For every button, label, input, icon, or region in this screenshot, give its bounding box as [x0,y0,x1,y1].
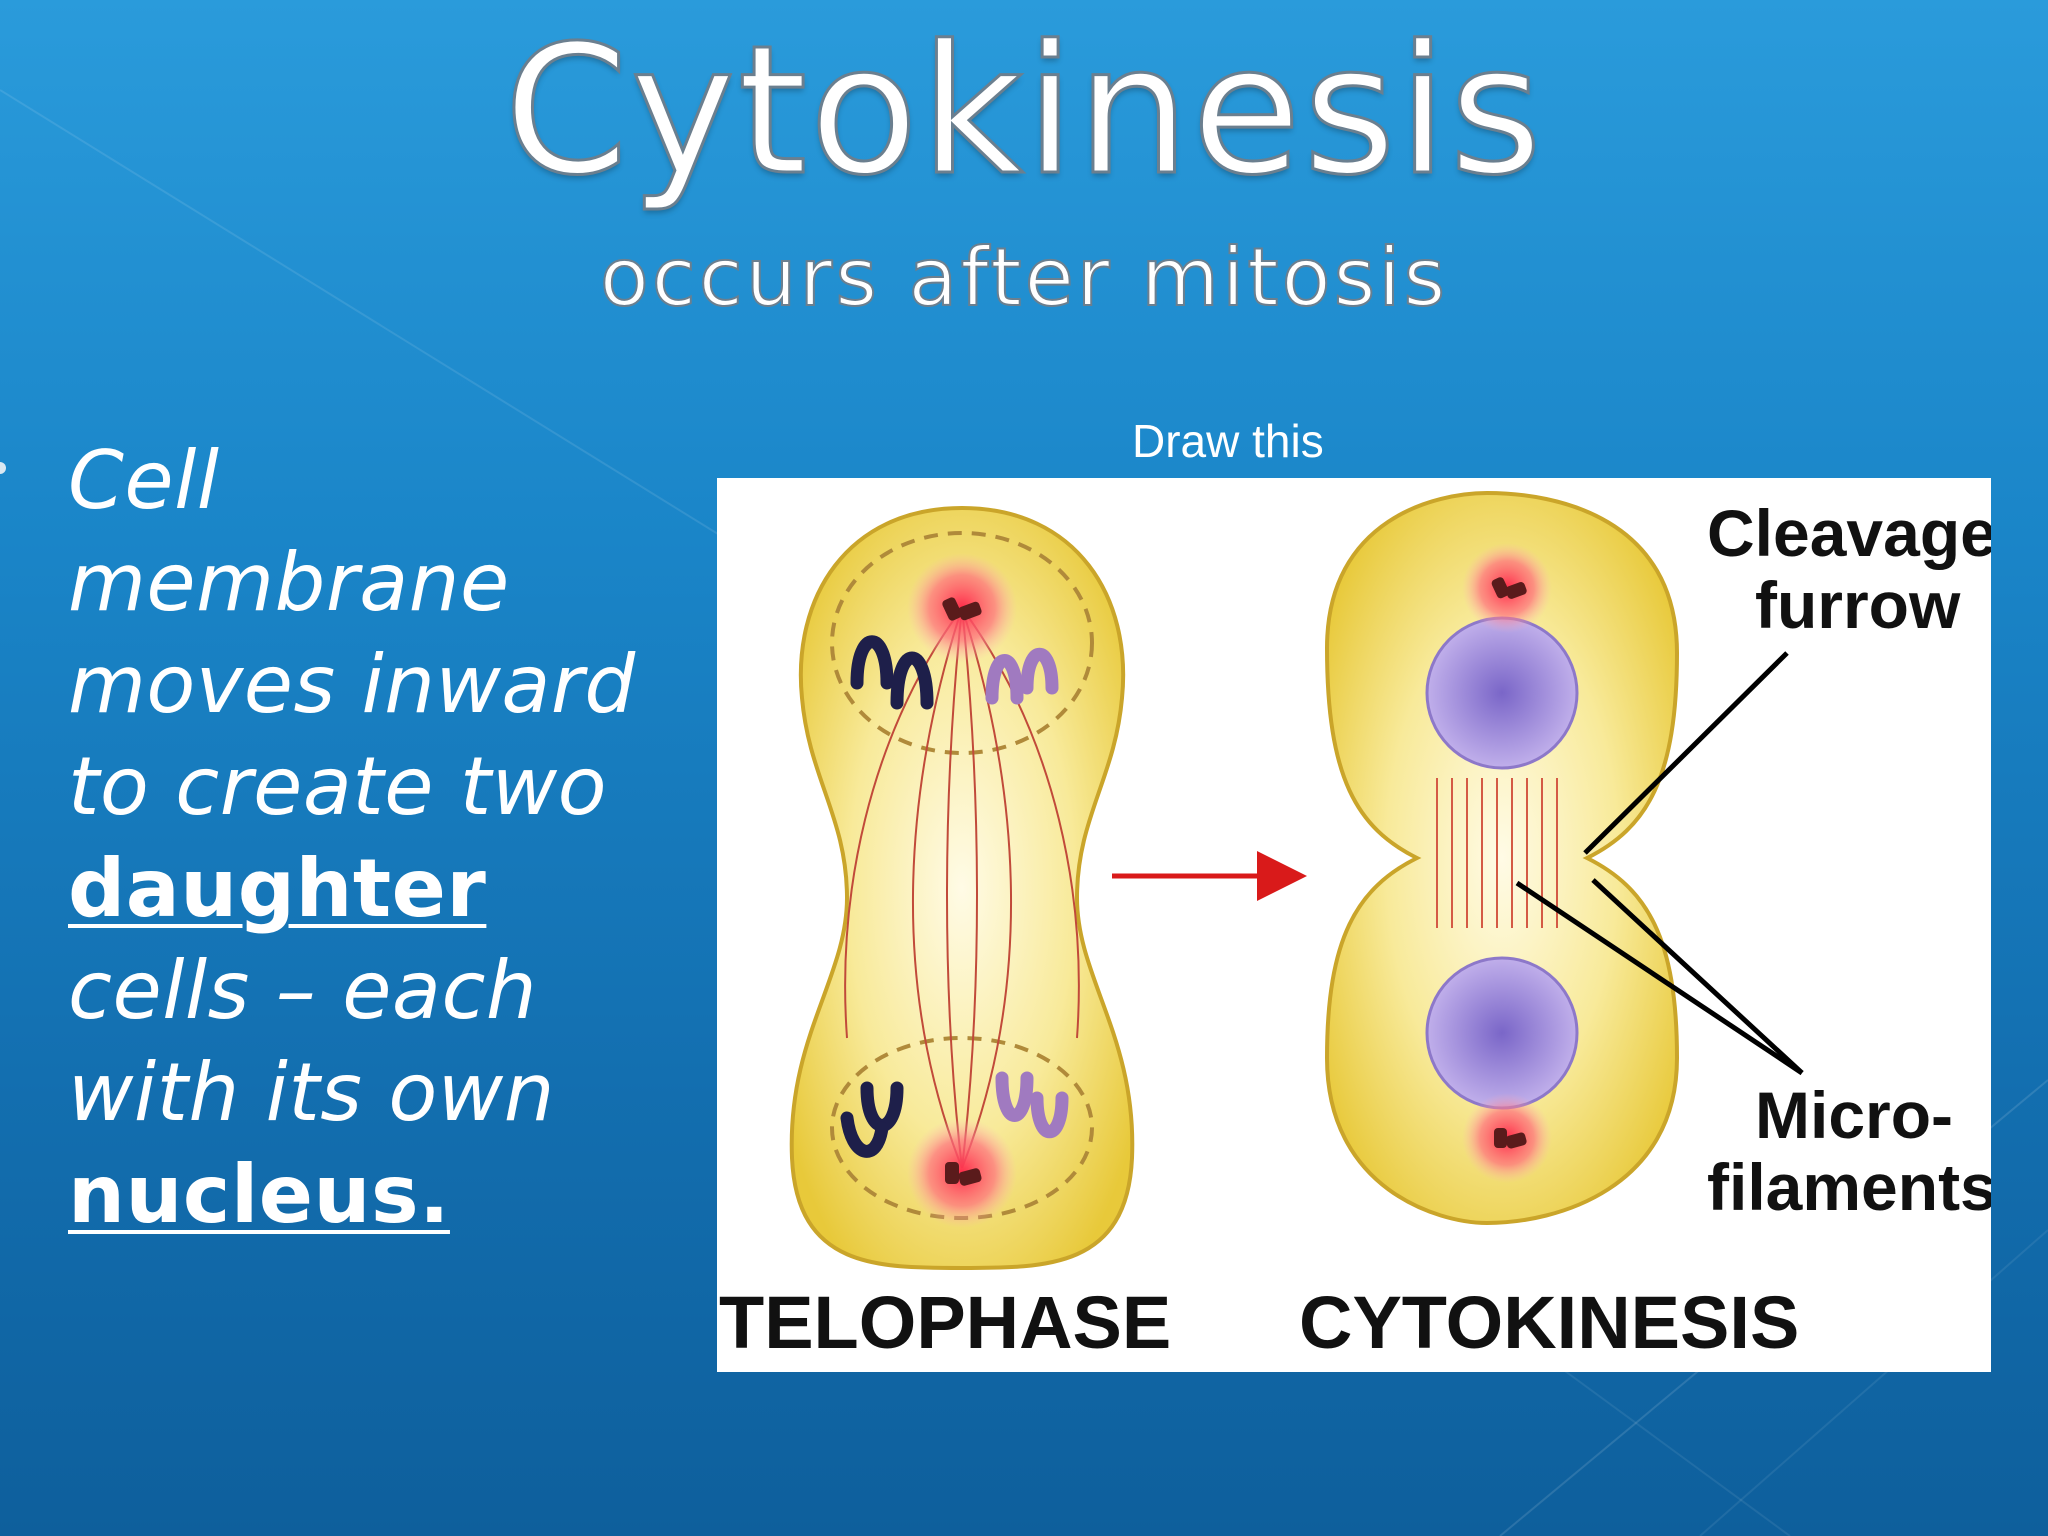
cytokinesis-diagram: Cleavage furrow Micro- filaments TELOPHA… [717,478,1991,1372]
label-micro-line2: filaments [1707,1150,1991,1224]
figure-caption: Draw this [1132,415,1324,467]
daughter-nucleus-bottom [1425,956,1579,1110]
bullet-text: Cell membrane moves inward to create two… [68,430,668,1246]
label-cleavage-line2: furrow [1755,568,1961,642]
bullet-keyword-nucleus: nucleus. [68,1148,450,1241]
slide-subtitle: occurs after mitosis [599,231,1449,324]
label-cleavage-line1: Cleavage [1707,496,1991,570]
cytokinesis-cells [1324,490,1680,1226]
bullet-text-part1: Cell membrane moves inward to create two [68,434,636,833]
label-pointers [1515,651,1804,1076]
bullet-icon [0,462,6,474]
daughter-nucleus-top [1425,616,1579,770]
diagram-svg: Cleavage furrow Micro- filaments TELOPHA… [719,490,1991,1364]
label-micro-line1: Micro- [1755,1078,1953,1152]
telophase-cell [789,505,1135,1271]
label-telophase: TELOPHASE [719,1281,1171,1364]
slide-title: Cytokinesis [502,7,1545,214]
bullet-keyword-daughter: daughter [68,842,487,935]
label-cytokinesis: CYTOKINESIS [1299,1281,1799,1364]
bullet-text-part2: cells – each with its own [68,944,555,1139]
